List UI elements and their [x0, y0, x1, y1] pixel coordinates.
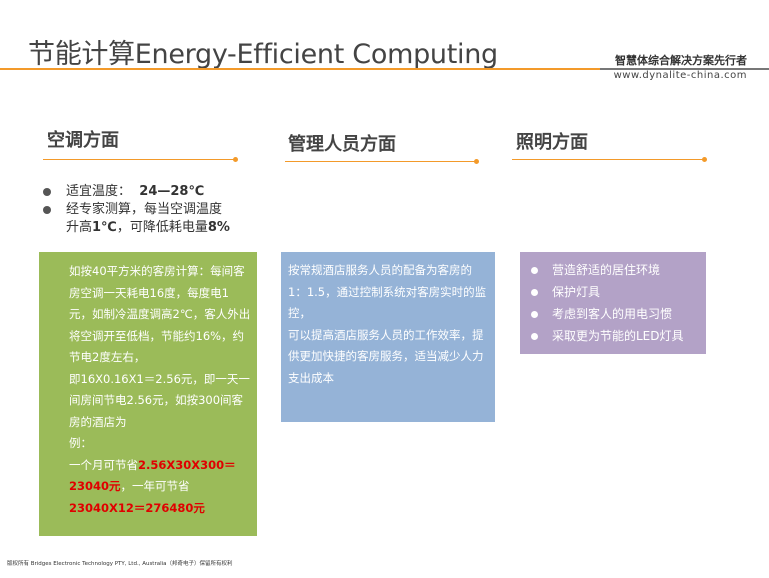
ac-calc-year-value: 23040X12＝276480元 [69, 500, 205, 515]
lighting-heading: 照明方面 [516, 132, 588, 153]
bullet-icon [531, 311, 538, 318]
lighting-info-box: 营造舒适的居住环境 保护灯具 考虑到客人的用电习惯 采取更为节能的LED灯具 [520, 252, 706, 354]
staff-para-1: 按常规酒店服务人员的配备为客房的1：1.5，通过控制系统对客房实时的监控， [288, 263, 487, 320]
brand-url: www.dynalite-china.com [613, 70, 747, 81]
lighting-item-label: 营造舒适的居住环境 [552, 263, 661, 277]
ac-expert-mid: ，可降低耗电量 [116, 220, 208, 235]
list-item: 保护灯具 [528, 281, 700, 303]
ac-calc-month-value: 2.56X30X300＝23040元 [69, 457, 236, 494]
bullet-icon [531, 333, 538, 340]
ac-expert-pre: 升高 [66, 220, 93, 235]
ac-heading: 空调方面 [47, 130, 119, 151]
ac-calc-year-label: ，一年可节省 [120, 479, 190, 493]
lighting-item-label: 保护灯具 [552, 285, 601, 299]
brand-tagline: 智慧体综合解决方案先行者 [615, 54, 747, 67]
ac-expert-line1: 经专家测算，每当空调温度 [66, 202, 223, 217]
bullet-icon [43, 188, 51, 196]
ac-calc-para-1: 如按40平方米的客房计算：每间客房空调一天耗电16度，每度电1元，如制冷温度调高… [69, 264, 251, 364]
ac-calc-para-3: 例： [69, 436, 92, 450]
staff-heading-rule-dot [474, 159, 479, 164]
staff-info-box: 按常规酒店服务人员的配备为客房的1：1.5，通过控制系统对客房实时的监控， 可以… [281, 252, 495, 422]
title-rule-gray [600, 68, 769, 70]
ac-bullet-list: 适宜温度： 24—28℃ 经专家测算，每当空调温度 升高1℃，可降低耗电量8% [42, 183, 282, 237]
ac-calculation-box: 如按40平方米的客房计算：每间客房空调一天耗电16度，每度电1元，如制冷温度调高… [39, 252, 257, 536]
list-item: 适宜温度： 24—28℃ [42, 183, 282, 201]
bullet-icon [531, 267, 538, 274]
ac-calc-para-2: 即16X0.16X1＝2.56元，即一天一间房间节电2.56元，如按300间客房… [69, 371, 250, 429]
title-rule-orange [0, 68, 600, 70]
ac-expert-pct: 8% [207, 220, 230, 235]
ac-calc-month-label: 一个月可节省 [69, 457, 138, 472]
staff-para-2: 可以提高酒店服务人员的工作效率，提供更加快捷的客房服务，适当减少人力 [288, 327, 484, 364]
staff-heading-rule [285, 161, 477, 162]
list-item: 采取更为节能的LED灯具 [528, 325, 700, 347]
lighting-item-label: 考虑到客人的用电习惯 [552, 307, 673, 321]
lighting-heading-rule [512, 159, 705, 160]
ac-temp-value: 24—28℃ [139, 184, 205, 199]
bullet-icon [43, 206, 51, 214]
copyright-footer: 版权所有 Bridges Electronic Technology PTY, … [7, 561, 233, 567]
bullet-icon [531, 289, 538, 296]
list-item: 经专家测算，每当空调温度 升高1℃，可降低耗电量8% [42, 201, 282, 237]
page-title: 节能计算Energy-Efficient Computing [28, 39, 498, 70]
lighting-heading-rule-dot [702, 157, 707, 162]
ac-heading-rule-dot [233, 157, 238, 162]
staff-heading: 管理人员方面 [288, 134, 396, 155]
ac-heading-rule [43, 159, 236, 160]
staff-para-3: 支出成本 [288, 370, 334, 385]
list-item: 营造舒适的居住环境 [528, 259, 700, 281]
ac-temp-label: 适宜温度： [66, 184, 132, 199]
ac-expert-temp: 1℃ [92, 220, 117, 235]
list-item: 考虑到客人的用电习惯 [528, 303, 700, 325]
ac-calc-para-4: 一个月可节省2.56X30X300＝23040元，一年可节省 23040X12＝2… [47, 455, 251, 520]
lighting-item-label: 采取更为节能的LED灯具 [552, 329, 684, 343]
